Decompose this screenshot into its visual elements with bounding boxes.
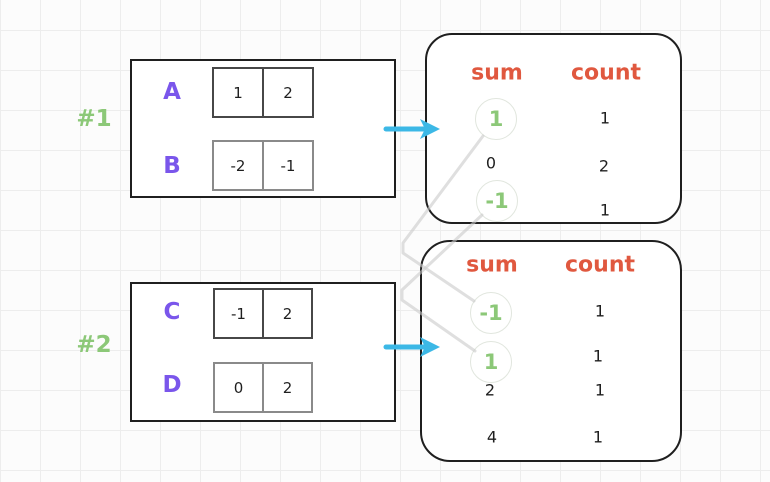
map-2-sum-header: sum — [466, 252, 518, 278]
map-1-highlight-circle-row-2: -1 — [476, 180, 518, 222]
map-2-sum-3: 4 — [486, 427, 498, 447]
map-2-box — [420, 240, 682, 462]
array-d-label: D — [162, 372, 182, 398]
array-b-cell-1: -1 — [262, 142, 312, 189]
array-a-cell-0: 1 — [233, 83, 243, 102]
array-b-label: B — [163, 153, 181, 179]
map-2-count-3: 1 — [592, 427, 604, 447]
map-2-highlight-circle-row-1: 1 — [470, 341, 512, 383]
group-2-label: #2 — [76, 332, 112, 358]
array-a-cells: 1 2 — [212, 67, 314, 118]
map-1-sum-header: sum — [471, 60, 523, 86]
map-1-count-2: 1 — [599, 200, 611, 220]
array-a-cell-1: 2 — [262, 69, 312, 116]
group-1-label: #1 — [76, 106, 112, 132]
map-2-highlight-circle-row-0: -1 — [470, 292, 512, 334]
map-1-sum-2: -1 — [485, 189, 509, 213]
map-2-sum-1: 1 — [483, 350, 499, 374]
array-b-cell-0: -2 — [230, 156, 246, 175]
array-d-cells: 0 2 — [213, 362, 313, 413]
map-2-count-0: 1 — [594, 301, 606, 321]
map-1-sum-1: 0 — [485, 153, 497, 173]
array-c-label: C — [163, 299, 181, 325]
map-2-sum-0: -1 — [479, 301, 503, 325]
array-b-cells: -2 -1 — [212, 140, 314, 191]
map-1-box — [425, 33, 682, 224]
map-2-count-2: 1 — [594, 380, 606, 400]
array-a-label: A — [163, 79, 181, 105]
map-2-sum-2: 2 — [484, 380, 496, 400]
map-1-sum-0: 1 — [488, 107, 504, 131]
map-1-count-1: 2 — [598, 156, 610, 176]
array-c-cell-0: -1 — [231, 304, 246, 323]
map-1-count-0: 1 — [599, 108, 611, 128]
map-1-highlight-circle-row-0: 1 — [475, 98, 517, 140]
array-c-cell-1: 2 — [262, 290, 311, 337]
map-2-count-1: 1 — [592, 346, 604, 366]
array-d-cell-0: 0 — [233, 378, 244, 397]
map-2-count-header: count — [565, 252, 635, 278]
map-1-count-header: count — [571, 60, 641, 86]
array-c-cells: -1 2 — [213, 288, 313, 339]
array-d-cell-1: 2 — [262, 364, 311, 411]
